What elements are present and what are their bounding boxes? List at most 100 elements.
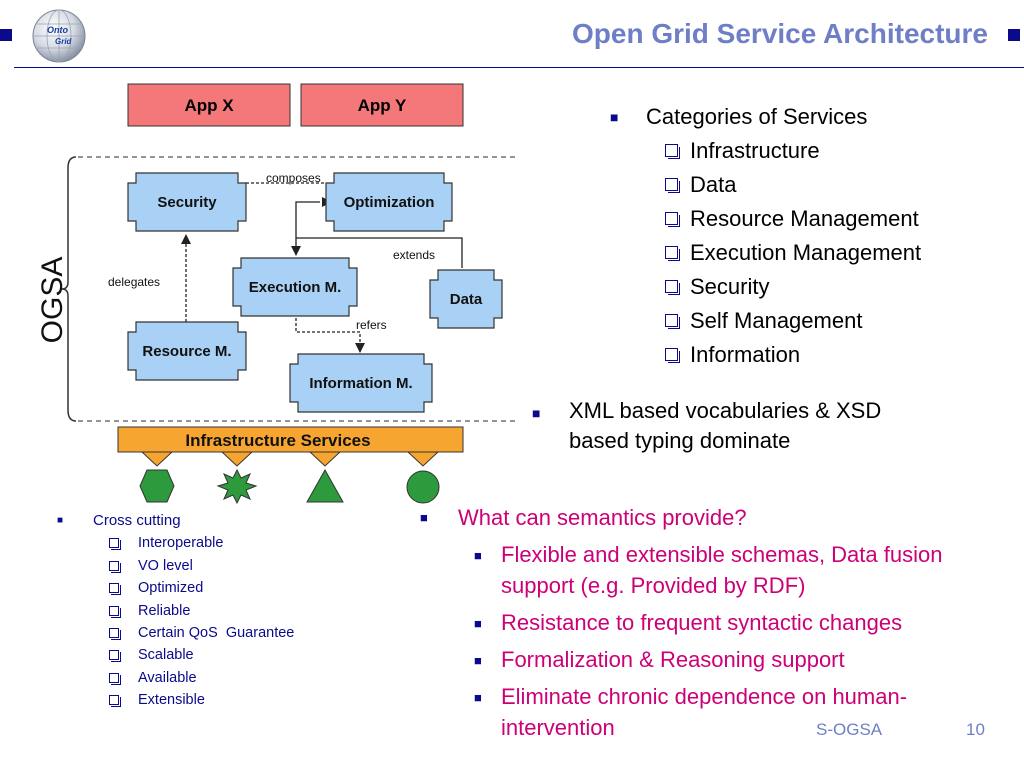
header-left-square (0, 29, 12, 41)
checkbox-bullet-icon (665, 348, 680, 363)
cross-cutting-label: Extensible (138, 692, 205, 709)
optimization-node (325, 172, 453, 232)
app-y-label: App Y (358, 96, 407, 115)
app-x-box (127, 83, 291, 127)
checkbox-bullet-icon (109, 650, 121, 663)
semantics-item-line: support (e.g. Provided by RDF) (501, 573, 806, 598)
checkbox-bullet-icon (665, 314, 680, 329)
edge-refers: refers (356, 318, 387, 332)
ogsa-label: OGSA (36, 257, 69, 344)
bullet-icon: ■ (474, 548, 482, 563)
arrow-to-security (181, 234, 191, 244)
semantics-item-line: Eliminate chronic dependence on human- (501, 684, 908, 709)
edge-delegates: delegates (108, 275, 160, 289)
checkbox-bullet-icon (109, 672, 121, 685)
logo-text-2: Grid (55, 37, 73, 46)
semantics-heading: What can semantics provide? (458, 505, 747, 530)
app-y-box (300, 83, 464, 127)
cross-cutting-heading-row: ■ Cross cutting (57, 510, 294, 532)
ogsa-brace (61, 156, 77, 422)
cross-cutting-item: Extensible (57, 689, 294, 711)
category-label: Security (690, 274, 770, 299)
category-label: Resource Management (690, 206, 919, 231)
checkbox-bullet-icon (665, 178, 680, 193)
category-item: Information (610, 338, 921, 372)
infra-funnel-3 (308, 451, 342, 467)
header-rule (14, 67, 1024, 68)
checkbox-bullet-icon (109, 695, 121, 708)
star-shape (216, 468, 258, 505)
semantics-item: ■ Formalization & Reasoning support (418, 644, 1018, 675)
infra-funnel-1 (140, 451, 174, 467)
triangle-shape (306, 468, 344, 503)
cross-cutting-label: Interoperable (138, 535, 224, 552)
app-x-label: App X (184, 96, 234, 115)
bullet-icon: ■ (474, 653, 482, 668)
infra-funnel-2 (220, 451, 254, 467)
circle-shape (406, 470, 440, 504)
cross-cutting-label: Optimized (138, 580, 204, 597)
page-number: 10 (966, 720, 985, 739)
semantics-item-line: Resistance to frequent syntactic changes (501, 610, 903, 635)
semantics-item: ■ Flexible and extensible schemas, Data … (418, 539, 1018, 601)
ontogrid-logo: Onto Grid (32, 9, 86, 63)
checkbox-bullet-icon (665, 246, 680, 261)
checkbox-bullet-icon (665, 212, 680, 227)
xml-note-line-2: based typing dominate (569, 428, 791, 453)
cross-cutting-label: Scalable (138, 647, 194, 664)
arrow-to-execution (291, 246, 301, 256)
categories-list: ■ Categories of Services Infrastructure … (610, 100, 921, 372)
cross-cutting-item: VO level (57, 555, 294, 577)
cross-cutting-label: Reliable (138, 602, 191, 619)
bullet-icon: ■ (420, 510, 428, 525)
cross-cutting-item: Available (57, 667, 294, 689)
cross-cutting-label: Certain QoS Guarantee (138, 625, 295, 642)
footer-label: S-OGSA (816, 720, 883, 739)
semantics-item: ■ Resistance to frequent syntactic chang… (418, 607, 1018, 638)
resource-label: Resource M. (142, 343, 231, 360)
category-label: Infrastructure (690, 138, 820, 163)
xml-note-line-1: XML based vocabularies & XSD (569, 398, 882, 423)
security-label: Security (157, 194, 217, 211)
bullet-icon: ■ (610, 109, 619, 125)
information-node (289, 353, 433, 413)
bullet-icon: ■ (474, 616, 482, 631)
cross-cutting-label: VO level (138, 557, 193, 574)
semantics-heading-row: ■ What can semantics provide? (418, 502, 1018, 533)
cross-cutting-label: Available (138, 669, 197, 686)
checkbox-bullet-icon (109, 560, 121, 573)
cross-cutting-item: Interoperable (57, 532, 294, 554)
checkbox-bullet-icon (109, 628, 121, 641)
logo-text-1: Onto (47, 25, 68, 35)
security-node (127, 172, 247, 232)
category-item: Execution Management (610, 236, 921, 270)
semantics-item-line: Formalization & Reasoning support (501, 647, 845, 672)
xml-note: ■ XML based vocabularies & XSD based typ… (532, 396, 972, 456)
checkbox-bullet-icon (665, 280, 680, 295)
cross-cutting-list: ■ Cross cutting Interoperable VO level O… (57, 510, 294, 712)
category-item: Data (610, 168, 921, 202)
categories-heading: Categories of Services (646, 104, 868, 129)
data-label: Data (450, 291, 483, 308)
cross-cutting-item: Reliable (57, 600, 294, 622)
checkbox-bullet-icon (665, 144, 680, 159)
category-label: Information (690, 342, 801, 367)
resource-node (127, 321, 247, 381)
semantics-item: ■ Eliminate chronic dependence on human-… (418, 681, 1018, 743)
checkbox-bullet-icon (109, 605, 121, 618)
cross-cutting-item: Certain QoS Guarantee (57, 622, 294, 644)
data-node (429, 269, 503, 329)
cross-cutting-item: Scalable (57, 644, 294, 666)
bullet-icon: ■ (57, 515, 64, 526)
information-label: Information M. (309, 375, 412, 392)
arrow-to-information (355, 343, 365, 353)
bullet-icon: ■ (532, 405, 541, 421)
semantics-item-line: Flexible and extensible schemas, Data fu… (501, 542, 943, 567)
category-label: Execution Management (690, 240, 922, 265)
cross-cutting-item: Optimized (57, 577, 294, 599)
category-item: Security (610, 270, 921, 304)
edge-composes: composes (266, 171, 321, 185)
semantics-item-line: intervention (501, 715, 615, 740)
category-label: Data (690, 172, 737, 197)
execution-label: Execution M. (249, 279, 342, 296)
